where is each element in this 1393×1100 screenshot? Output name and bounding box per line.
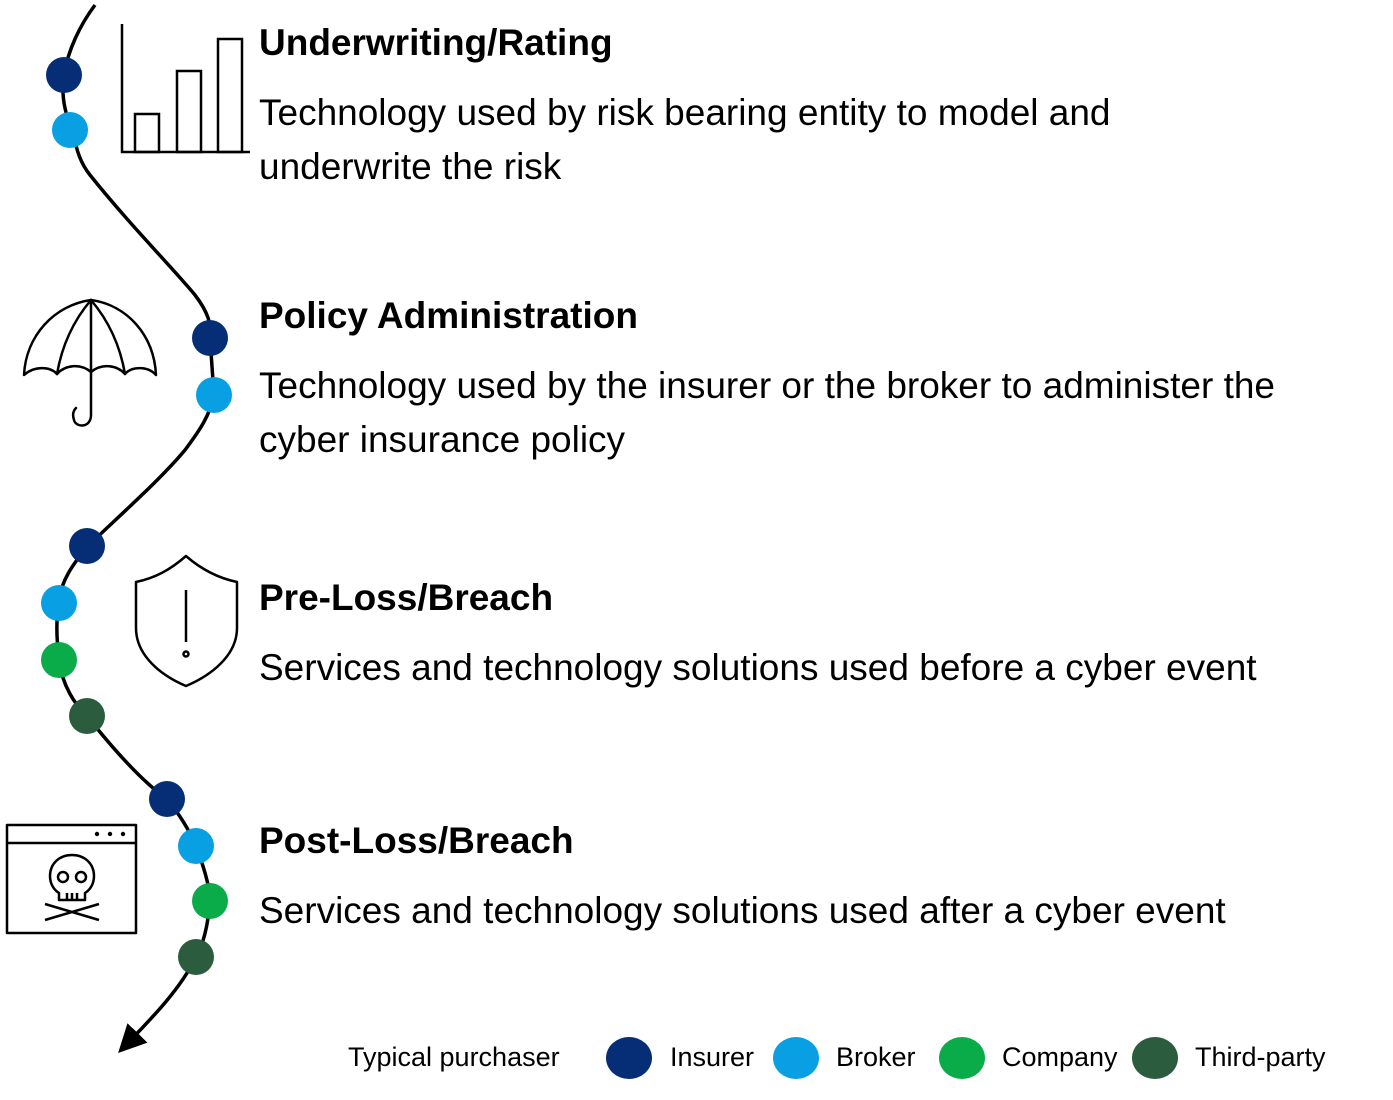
journey-path [55, 3, 216, 1054]
legend-broker-dot [773, 1037, 819, 1079]
broker-dot [41, 585, 77, 621]
insurer-dot [69, 528, 105, 564]
third-party-dot [69, 698, 105, 734]
stage-title-post-loss: Post-Loss/Breach [259, 820, 574, 861]
broker-dot [196, 377, 232, 413]
company-dot [192, 883, 228, 919]
skull-browser-icon [5, 823, 138, 935]
umbrella-icon [22, 298, 158, 427]
legend-label-company: Company [1002, 1042, 1118, 1072]
stage-title-policy-administration: Policy Administration [259, 295, 638, 336]
insurer-dot [149, 781, 185, 817]
third-party-dot [178, 939, 214, 975]
legend-label-third-party: Third-party [1195, 1042, 1326, 1072]
broker-dot [178, 828, 214, 864]
legend-title: Typical purchaser [348, 1042, 560, 1072]
stage-description-policy-administration: Technology used by the insurer or the br… [259, 365, 1276, 460]
broker-dot [52, 112, 88, 148]
stage-description-underwriting: Technology used by risk bearing entity t… [259, 92, 1111, 187]
company-dot [41, 642, 77, 678]
legend-label-broker: Broker [836, 1042, 916, 1072]
legend-company-dot [939, 1037, 985, 1079]
stage-description-pre-loss: Services and technology solutions used b… [259, 647, 1257, 688]
bar-chart-icon [120, 24, 250, 154]
legend-label-insurer: Insurer [670, 1042, 755, 1072]
shield-alert-icon [134, 554, 239, 688]
stage-title-pre-loss: Pre-Loss/Breach [259, 577, 554, 618]
stage-title-underwriting: Underwriting/Rating [259, 22, 613, 63]
insurer-dot [192, 320, 228, 356]
stage-description-post-loss: Services and technology solutions used a… [259, 890, 1226, 931]
insurer-dot [46, 57, 82, 93]
legend-third-party-dot [1132, 1037, 1178, 1079]
legend-insurer-dot [606, 1037, 652, 1079]
